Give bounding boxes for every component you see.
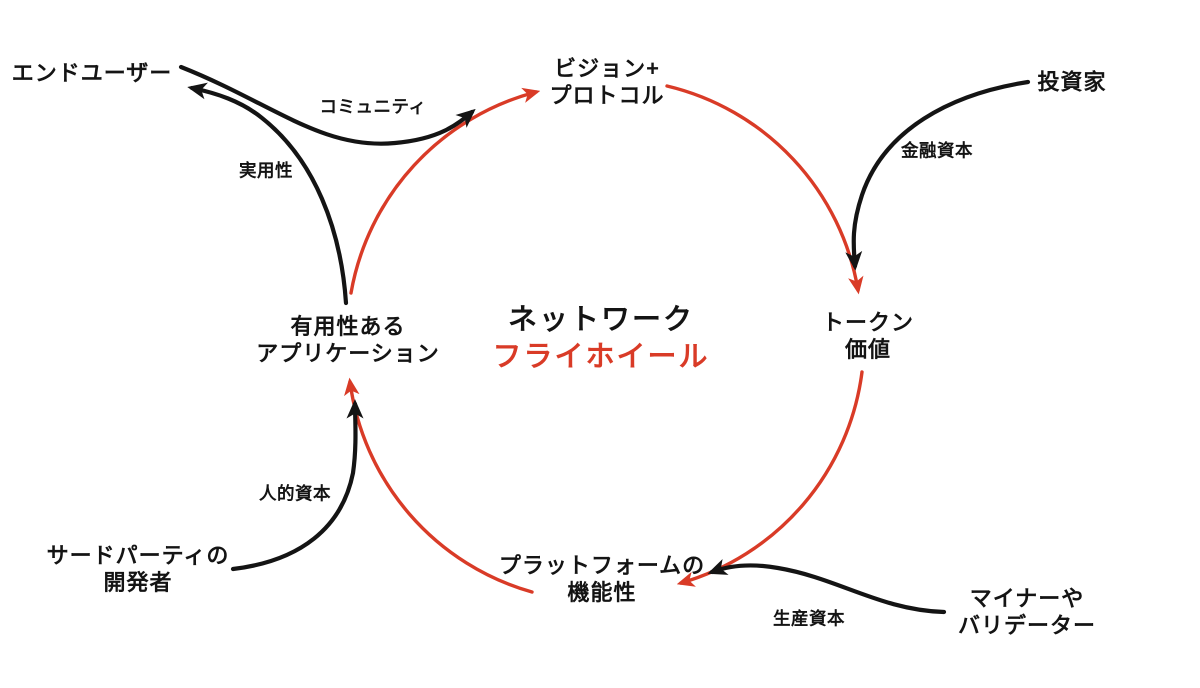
edge-label-utility: 実用性 bbox=[239, 160, 293, 181]
node-token-value: トークン 価値 bbox=[822, 309, 914, 363]
diagram-title: ネットワーク フライホイール bbox=[492, 302, 709, 376]
node-platform-functionality: プラットフォームの 機能性 bbox=[499, 552, 705, 606]
utility-arrow bbox=[187, 82, 349, 306]
financial-capital-arrow bbox=[845, 79, 1031, 271]
flywheel-arc-apps-to-vision bbox=[349, 87, 541, 295]
node-platform-functionality-line1: プラットフォームの bbox=[498, 553, 706, 578]
node-useful-apps-line1: 有用性ある bbox=[290, 314, 406, 339]
node-token-value-line1: トークン bbox=[821, 310, 915, 335]
production-capital-arrow bbox=[707, 558, 947, 615]
node-vision-protocol: ビジョン+ プロトコル bbox=[549, 55, 664, 109]
node-investors: 投資家 bbox=[1037, 69, 1107, 95]
node-vision-protocol-line2: プロトコル bbox=[549, 83, 665, 108]
node-useful-apps: 有用性ある アプリケーション bbox=[256, 313, 440, 367]
flywheel-arc-vision-to-token bbox=[665, 84, 864, 295]
diagram-title-line2: フライホイール bbox=[492, 341, 710, 373]
node-third-party-devs-line2: 開発者 bbox=[103, 570, 173, 595]
diagram-title-line1: ネットワーク bbox=[507, 304, 695, 336]
flywheel-arc-platform-to-apps bbox=[344, 377, 534, 594]
node-miners-validators: マイナーや バリデーター bbox=[958, 585, 1096, 639]
node-miners-validators-line2: バリデーター bbox=[957, 613, 1097, 638]
node-token-value-line2: 価値 bbox=[844, 337, 892, 362]
node-third-party-devs: サードパーティの 開発者 bbox=[47, 542, 230, 596]
node-third-party-devs-line1: サードパーティの bbox=[46, 543, 230, 568]
node-miners-validators-line1: マイナーや bbox=[969, 586, 1085, 611]
community-arrow bbox=[178, 64, 476, 146]
node-end-users: エンドユーザー bbox=[11, 60, 173, 86]
edge-label-community: コミュニティ bbox=[319, 96, 427, 117]
node-useful-apps-line2: アプリケーション bbox=[256, 341, 440, 366]
edge-label-production-capital: 生産資本 bbox=[773, 608, 845, 629]
edge-label-human-capital: 人的資本 bbox=[259, 483, 331, 504]
node-vision-protocol-line1: ビジョン+ bbox=[554, 56, 660, 81]
node-platform-functionality-line2: 機能性 bbox=[567, 580, 637, 605]
flywheel-arc-token-to-platform bbox=[676, 370, 864, 587]
edge-label-financial-capital: 金融資本 bbox=[901, 140, 973, 161]
human-capital-arrow bbox=[230, 399, 364, 572]
